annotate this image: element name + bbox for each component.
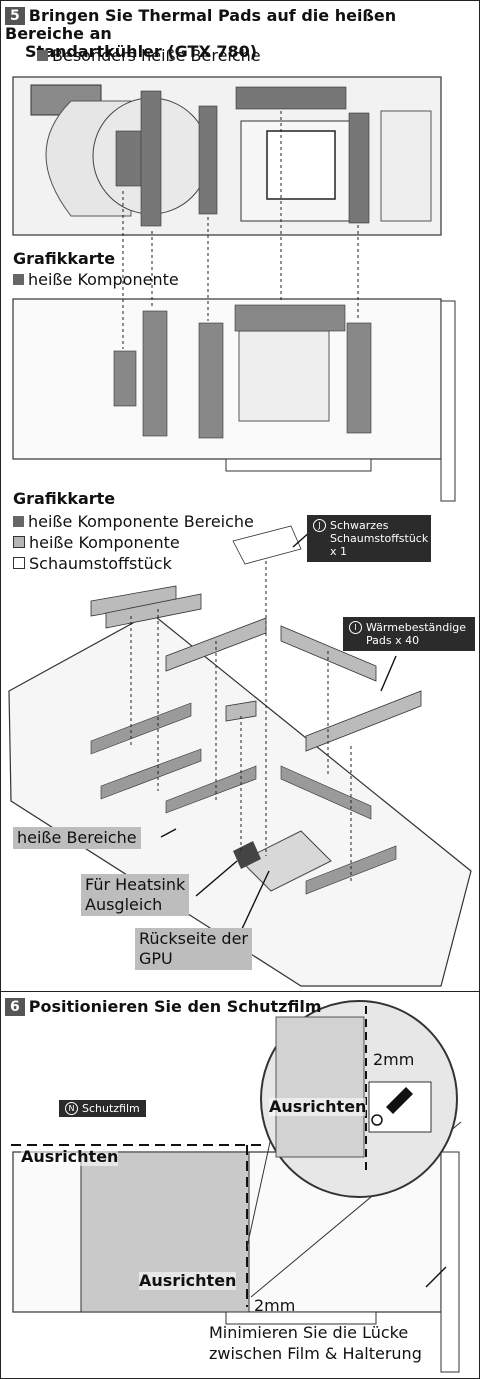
alignment-lines <box>11 1144 263 1307</box>
step-6-number: 6 <box>5 998 25 1016</box>
card1-legend-swatch <box>13 274 24 285</box>
card2-legend-hot-component: heiße Komponente <box>13 532 254 553</box>
align-label-left: Ausrichten <box>21 1147 119 1166</box>
pads-tag-letter: I <box>349 621 362 634</box>
card2-legend: heiße Komponente Bereiche heiße Komponen… <box>13 511 254 574</box>
card2-legend-hot-areas: heiße Komponente Bereiche <box>13 511 254 532</box>
card1-hot-components <box>113 304 372 439</box>
step-5-number: 5 <box>5 7 25 25</box>
step-5-title-line1: Bringen Sie Thermal Pads auf die heißen … <box>5 6 397 43</box>
foam-tag-letter: J <box>313 519 326 532</box>
align-label-zoom: Ausrichten <box>269 1097 367 1116</box>
stock-cooler <box>12 76 442 236</box>
card2-guide-lines <box>130 561 352 881</box>
card1-legend: heiße Komponente <box>13 271 179 289</box>
step-5-title-line2: Standartkühler (GTX 780) <box>25 42 258 61</box>
legend-dark-swatch <box>37 50 48 61</box>
card2-hot-areas <box>90 702 397 895</box>
gap-label-bottom: 2mm <box>254 1296 296 1315</box>
align-label-center: Ausrichten <box>139 1271 237 1290</box>
label-gpu-back: Rückseite der GPU <box>135 928 253 970</box>
card1-guide-lines <box>122 111 359 349</box>
note-leader <box>425 1266 447 1288</box>
gap-label-top: 2mm <box>373 1050 415 1069</box>
card1-heading: Grafikkarte <box>13 249 116 268</box>
graphics-card-1 <box>12 298 456 502</box>
film-tag-letter: N <box>65 1102 78 1115</box>
legend-hot-areas: Besonders heiße Bereiche <box>37 47 261 65</box>
label-heatsink: Für Heatsink Ausgleich <box>81 874 190 916</box>
cooler-hot-areas <box>115 86 370 227</box>
card2-heading: Grafikkarte <box>13 489 116 508</box>
step-5-illustration <box>8 76 472 987</box>
gap-note: Minimieren Sie die Lücke zwischen Film &… <box>209 1323 422 1363</box>
label-hot-areas: heiße Bereiche <box>13 827 141 849</box>
callout-leaders <box>160 530 397 932</box>
card2-legend-foam: Schaumstoffstück <box>13 553 254 574</box>
